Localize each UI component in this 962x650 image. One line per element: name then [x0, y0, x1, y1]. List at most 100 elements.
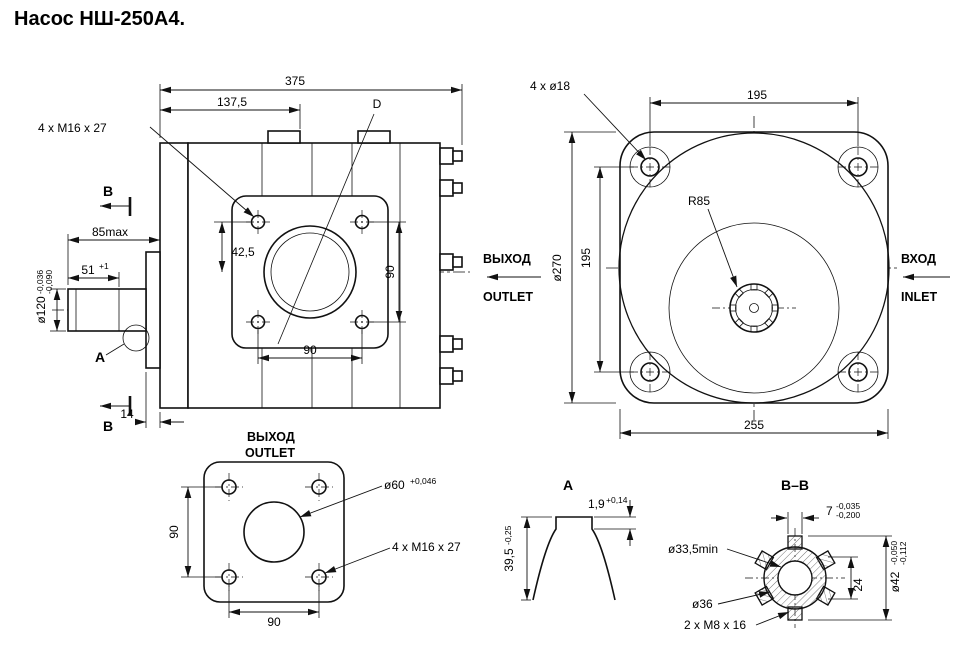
spline-shaft-section — [745, 528, 845, 628]
dim-24-text: 24 — [851, 578, 865, 592]
bolt-callout-m8: 2 х М8 х 16 — [684, 611, 790, 632]
dim-39-5-tolerance: -0,25 — [503, 525, 513, 545]
front-view: 4 х ø18 195 R85 ø270 — [530, 79, 950, 439]
drawing-title: Насос НШ-250А4. — [14, 8, 186, 30]
flange-outlet-label-en: OUTLET — [245, 446, 295, 460]
inlet-label-ru: ВХОД — [901, 252, 936, 266]
radius-r85-callout: R85 — [688, 194, 738, 288]
hole-callout-text: 4 х ø18 — [530, 79, 570, 93]
dim-137-5: 137,5 — [160, 95, 301, 129]
dia-42-text: ø42 — [888, 571, 902, 592]
detail-d-leader — [277, 113, 375, 345]
dim-1-9-text: 1,9 — [588, 497, 605, 511]
dia-60-text: ø60 — [384, 478, 405, 492]
bolt-callout-m16: 4 х М16 х 27 — [38, 121, 255, 218]
section-bb-view: В–В 7 -0,035 -0,200 — [668, 477, 908, 632]
section-bb-label: В–В — [781, 477, 809, 493]
flange-dim-90-h-text: 90 — [267, 615, 281, 629]
section-b-top-label: В — [103, 183, 113, 199]
dim-195-horizontal: 195 — [649, 88, 859, 146]
hole-callout-18: 4 х ø18 — [530, 79, 647, 161]
section-mark-b-bottom: В — [100, 396, 132, 434]
dim-shaft-dia-120: ø120 -0,036 -0,090 — [34, 270, 66, 332]
side-fittings — [439, 147, 463, 385]
dim-255: 255 — [619, 409, 889, 439]
r85-text: R85 — [688, 194, 710, 208]
spline-tooth-profile — [532, 516, 616, 601]
dim-7-text: 7 — [826, 504, 833, 518]
dim-195-v-text: 195 — [579, 248, 593, 268]
section-b-bottom-label: В — [103, 418, 113, 434]
dim-dia-270: ø270 — [550, 131, 616, 404]
dim-85max: 85max — [67, 225, 160, 285]
inlet-label-en: INLET — [901, 290, 937, 304]
front-body — [618, 131, 890, 404]
flange-bolt-callout-text: 4 х М16 х 27 — [392, 540, 461, 554]
side-view: 375 137,5 4 х М16 х 27 D 42,5 — [34, 74, 541, 434]
dim-dia-60: ø60 +0,046 — [299, 476, 437, 518]
dim-90-vertical-flange: 90 — [167, 486, 221, 578]
section-a-label: А — [563, 477, 573, 493]
body-circle-270 — [618, 132, 890, 404]
dim-51: 51 +1 — [68, 261, 120, 287]
section-a-view: А 39,5 -0,25 1,9 +0,14 — [502, 477, 636, 601]
flange-bolt-callout: 4 х М16 х 27 — [324, 540, 461, 574]
label-d: D — [373, 97, 382, 111]
dim-1-9-tolerance: +0,14 — [606, 495, 628, 505]
dim-255-text: 255 — [744, 418, 764, 432]
dim-14-text: 14 — [120, 407, 134, 421]
bolt-callout-text: 4 х М16 х 27 — [38, 121, 107, 135]
flange-dim-90-v-text: 90 — [167, 525, 181, 539]
dia-270-text: ø270 — [550, 254, 564, 282]
detail-a-label: А — [95, 349, 105, 365]
dim-42-5: 42,5 — [214, 221, 255, 272]
outlet-flange-view: ВЫХОД OUTLET ø60 +0,046 — [167, 430, 461, 629]
dim-1-9: 1,9 +0,14 — [588, 495, 636, 546]
dim-42-5-text: 42,5 — [231, 245, 255, 259]
dim-137-5-text: 137,5 — [217, 95, 247, 109]
dia-33-5-text: ø33,5min — [668, 542, 718, 556]
dia-42-tol-lower: -0,112 — [898, 541, 908, 565]
dim-90-horizontal-flange: 90 — [228, 585, 320, 629]
flange-outlet-label-ru: ВЫХОД — [247, 430, 295, 444]
dim-375: 375 — [159, 74, 463, 145]
outlet-label-ru: ВЫХОД — [483, 252, 531, 266]
dim-90-horizontal-text: 90 — [303, 343, 317, 357]
dim-dia-42: ø42 -0,050 -0,112 — [808, 535, 908, 621]
dim-7-tol-upper: -0,035 — [836, 501, 860, 511]
dim-7: 7 -0,035 -0,200 — [771, 501, 860, 534]
outlet-label-en: OUTLET — [483, 290, 533, 304]
dim-7-tol-lower: -0,200 — [836, 510, 860, 520]
dim-90-vertical-side: 90 — [370, 221, 406, 323]
shaft-dia-tol-lower: -0,090 — [44, 270, 54, 294]
outlet-port-labels: ВЫХОД OUTLET — [483, 252, 541, 304]
dim-90-horizontal-side: 90 — [257, 330, 363, 364]
dim-14: 14 — [120, 372, 184, 428]
dim-375-text: 375 — [285, 74, 305, 88]
drive-shaft — [67, 251, 161, 369]
shaft-dia-text: ø120 — [34, 296, 48, 324]
dim-195-vertical: 195 — [579, 166, 634, 373]
flange-bore-circle — [243, 501, 305, 563]
dim-51-text: 51 — [81, 263, 95, 277]
detail-a-callout: А — [95, 343, 125, 365]
dim-39-5-text: 39,5 — [502, 548, 516, 572]
inlet-port-labels: ВХОД INLET — [901, 252, 950, 304]
side-mounting-flange — [231, 113, 389, 349]
dim-85max-text: 85max — [92, 225, 128, 239]
r85-contour — [668, 222, 840, 394]
shaft-dia-tol-upper: -0,036 — [35, 270, 45, 294]
dim-dia-36: ø36 — [692, 591, 771, 611]
section-mark-b-top: В — [100, 183, 132, 216]
dim-dia-33-5: ø33,5min — [668, 542, 782, 568]
spline-hub — [712, 283, 796, 333]
dim-51-tolerance: +1 — [99, 261, 109, 271]
dim-24: 24 — [828, 556, 865, 600]
dia-36-text: ø36 — [692, 597, 713, 611]
detail-a-circle — [122, 324, 150, 352]
dim-39-5: 39,5 -0,25 — [502, 516, 552, 601]
dia-42-tol-upper: -0,050 — [889, 541, 899, 565]
flange-outline — [203, 461, 345, 603]
